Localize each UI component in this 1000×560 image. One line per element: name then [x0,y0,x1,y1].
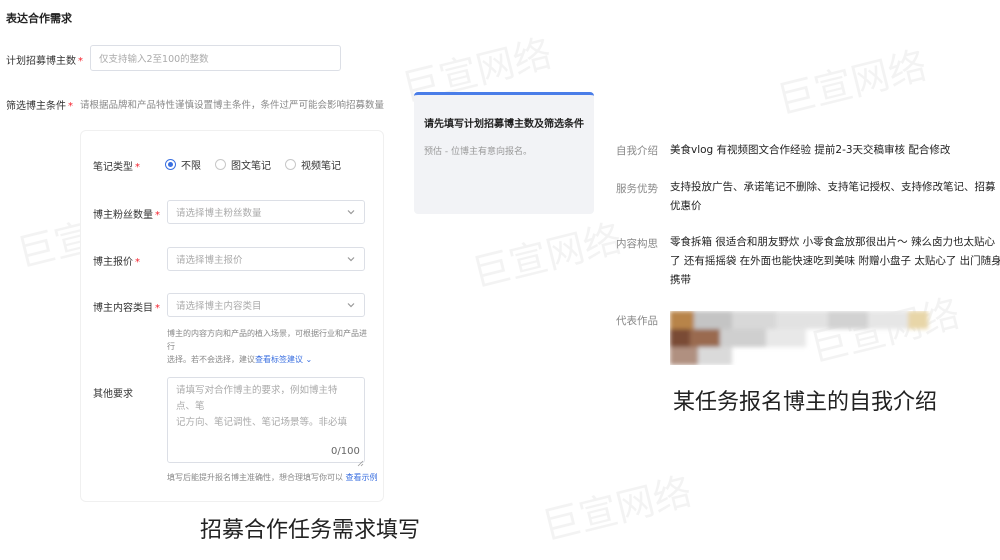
filter-hint: 请根据品牌和产品特性谨慎设置博主条件，条件过严可能会影响招募数量 [80,100,385,111]
category-select[interactable]: 请选择博主内容类目 [167,293,365,317]
radio-label: 不限 [181,161,201,172]
right-caption: 某任务报名博主的自我介绍 [673,390,938,415]
estimate-card: 请先填写计划招募博主数及筛选条件 预估 - 位博主有意向报名。 [414,92,594,214]
estimate-subtitle: 预估 - 位博主有意向报名。 [424,147,532,157]
tag-suggestion-link[interactable]: 查看标签建议 [255,355,303,364]
category-description: 博主的内容方向和产品的植入场景，可根据行业和产品进行 选择。若不会选择，建议查看… [167,329,367,364]
chevron-down-icon [347,303,355,308]
recruit-count-input[interactable]: 仅支持输入2至100的整数 [90,45,341,71]
section-title: 表达合作需求 [6,12,72,25]
left-caption: 招募合作任务需求填写 [200,518,421,543]
radio-image-note[interactable]: 图文笔记 [215,157,271,172]
radio-unchecked-icon [285,159,296,170]
fans-select[interactable]: 请选择博主粉丝数量 [167,200,365,224]
radio-unlimited[interactable]: 不限 [165,157,201,172]
fans-label: 博主粉丝数量* [93,210,160,221]
estimate-title: 请先填写计划招募博主数及筛选条件 [424,119,584,130]
concept-label: 内容构思 [616,238,658,250]
chevron-down-icon [347,210,355,215]
works-label: 代表作品 [616,315,658,327]
watermark: 巨宣网络 [536,460,697,550]
example-link[interactable]: 查看示例 [345,473,378,482]
other-requirements-textarea[interactable]: 请填写对合作博主的要求，例如博主特点、笔 记方向、笔记调性、笔记场景等。非必填 [167,377,365,463]
note-type-label: 笔记类型* [93,162,140,173]
concept-value: 零食拆箱 很适合和朋友野炊 小零食盒放那很出片～ 辣么卤力也太贴心 了 还有摇摇… [670,236,1000,286]
resize-handle-icon[interactable] [357,452,364,467]
radio-label: 图文笔记 [231,161,271,172]
other-footer: 填写后能提升报名博主准确性，想合理填写你可以 查看示例 [167,473,378,482]
recruit-count-label: 计划招募博主数* [6,56,83,67]
self-intro-label: 自我介绍 [616,145,658,157]
radio-unchecked-icon [215,159,226,170]
quote-label: 博主报价* [93,257,140,268]
radio-video-note[interactable]: 视频笔记 [285,157,341,172]
watermark: 巨宣网络 [466,207,627,297]
radio-checked-icon [165,159,176,170]
filter-label: 筛选博主条件* [6,101,73,112]
advantage-value: 支持投放广告、承诺笔记不删除、支持笔记授权、支持修改笔记、招募 优惠价 [670,181,996,212]
self-intro-value: 美食vlog 有视频图文合作经验 提前2-3天交稿审核 配合修改 [670,144,951,156]
radio-label: 视频笔记 [301,161,341,172]
other-requirements-label: 其他要求 [93,389,133,400]
category-label: 博主内容类目* [93,303,160,314]
advantage-label: 服务优势 [616,183,658,195]
chevron-down-icon: ⌄ [303,355,313,364]
note-type-radio-group: 不限 图文笔记 视频笔记 [165,157,341,172]
quote-select[interactable]: 请选择博主报价 [167,247,365,271]
watermark: 巨宣网络 [771,34,932,124]
chevron-down-icon [347,257,355,262]
representative-works-blurred[interactable] [670,311,932,365]
char-counter: 0/100 [331,446,360,457]
